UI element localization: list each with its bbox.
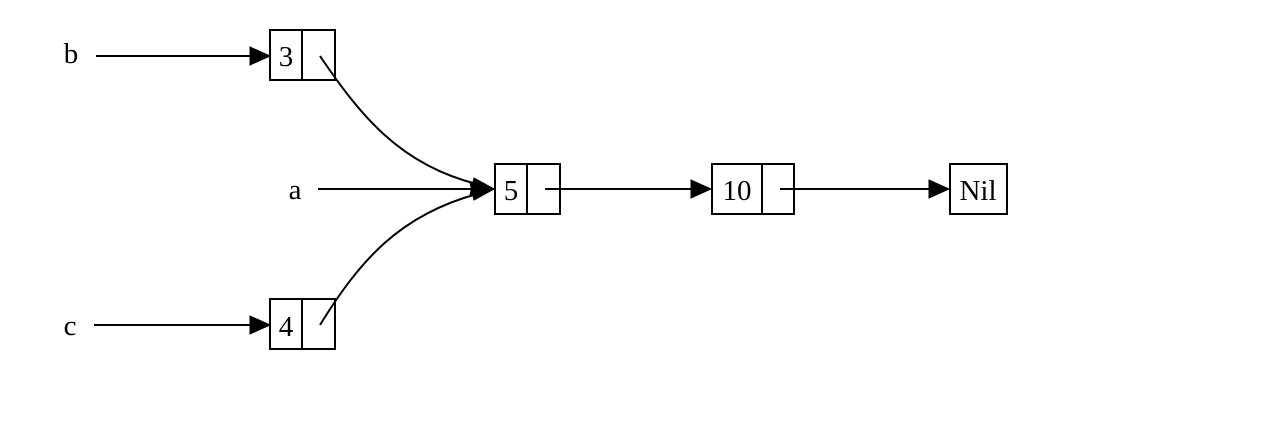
node-5-value: 5 (504, 175, 519, 207)
node-10-value: 10 (723, 175, 752, 207)
node-3-value: 3 (279, 41, 294, 73)
node-3: 3 (269, 29, 336, 81)
variable-a-label: a (289, 174, 302, 206)
variable-b-label: b (64, 38, 79, 70)
pointer-node-10-to-nil (780, 179, 951, 199)
nil-node-outline (949, 163, 1008, 215)
pointer-node-5-to-node-10 (545, 179, 713, 199)
node-4-value: 4 (279, 311, 294, 343)
pointer-node-4-to-node-5 (319, 182, 496, 326)
variable-c-label: c (64, 310, 77, 342)
arrow-a-to-node-5 (318, 179, 496, 199)
arrow-b-to-node-3 (96, 46, 272, 66)
arrow-c-to-node-4 (94, 315, 272, 335)
nil-node-label: Nil (959, 175, 996, 207)
pointer-node-3-to-node-5 (319, 55, 496, 196)
nil-node: Nil (949, 163, 1008, 215)
node-4: 4 (269, 298, 336, 350)
node-10: 10 (711, 163, 795, 215)
